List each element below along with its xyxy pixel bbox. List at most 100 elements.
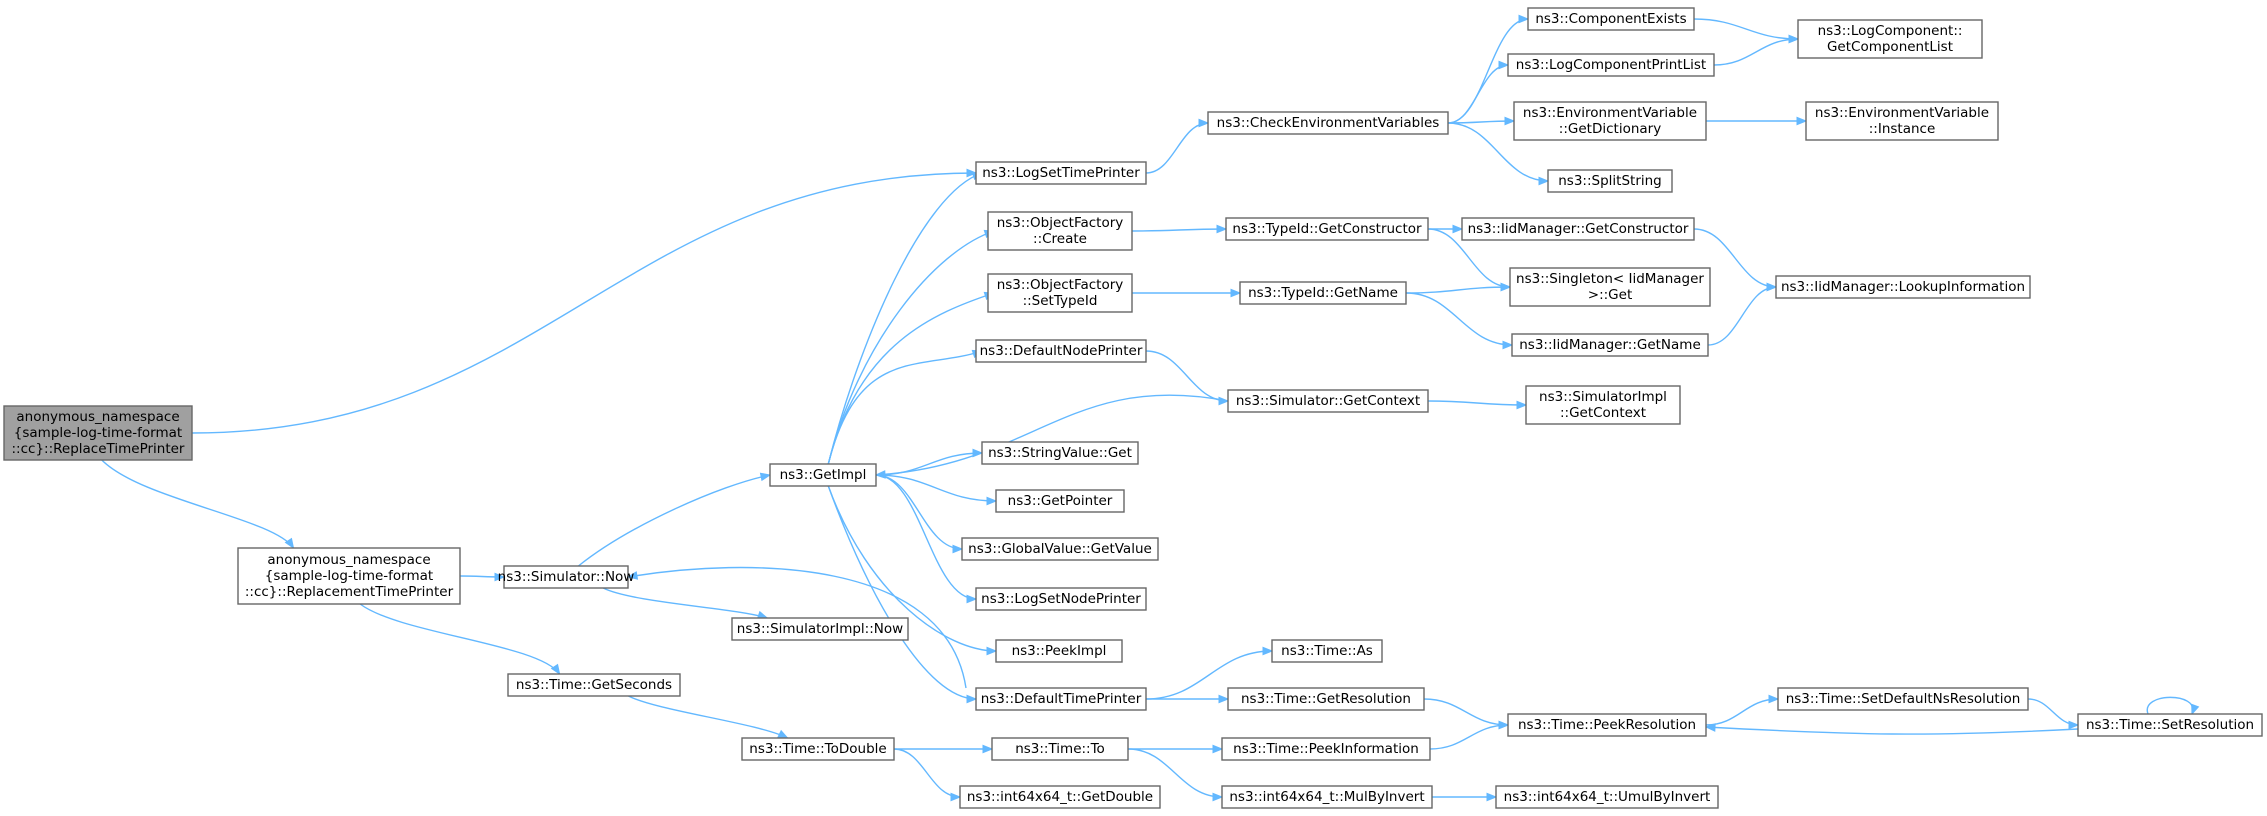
graph-node-logSetTimePrinter[interactable]: ns3::LogSetTimePrinter (975, 161, 1147, 185)
graph-node-logComponentPrintList[interactable]: ns3::LogComponentPrintList (1507, 53, 1715, 77)
node-box (1227, 389, 1429, 413)
node-box (1777, 687, 2029, 711)
node-box (981, 441, 1139, 465)
node-box (741, 737, 895, 761)
graph-node-timeAs[interactable]: ns3::Time::As (1271, 639, 1383, 663)
graph-node-singletonGet[interactable]: ns3::Singleton< IidManager>::Get (1509, 267, 1711, 307)
node-box (3, 405, 193, 461)
graph-node-simImplGetContext[interactable]: ns3::SimulatorImpl::GetContext (1525, 385, 1681, 425)
graph-node-timePeekResolution[interactable]: ns3::Time::PeekResolution (1507, 713, 1707, 737)
node-label: ::cc}::ReplacementTimePrinter (245, 584, 454, 600)
node-box (995, 639, 1123, 663)
edge-arrowhead (1504, 116, 1516, 126)
graph-node-replaceTimePrinter[interactable]: anonymous_namespace{sample-log-time-form… (3, 405, 193, 461)
node-box (975, 339, 1147, 363)
graph-node-simulatorGetContext[interactable]: ns3::Simulator::GetContext (1227, 389, 1429, 413)
graph-edge (875, 474, 963, 550)
node-label: ::GetContext (1560, 405, 1646, 421)
node-label: ns3::LogSetNodePrinter (981, 591, 1141, 607)
graph-node-defaultTimePrinter[interactable]: ns3::DefaultTimePrinter (975, 687, 1147, 711)
graph-node-timeGetResolution[interactable]: ns3::Time::GetResolution (1227, 687, 1425, 711)
node-label: ns3::Time::GetResolution (1241, 691, 1411, 707)
node-box (1221, 785, 1433, 809)
graph-node-int64GetDouble[interactable]: ns3::int64x64_t::GetDouble (959, 785, 1161, 809)
node-box (1239, 281, 1407, 305)
graph-node-componentExists[interactable]: ns3::ComponentExists (1527, 7, 1695, 31)
graph-edge (1405, 292, 1513, 346)
graph-node-envVarInstance[interactable]: ns3::EnvironmentVariable::Instance (1805, 101, 1999, 141)
node-label: {sample-log-time-format (265, 568, 433, 584)
graph-node-envVarGetDictionary[interactable]: ns3::EnvironmentVariable::GetDictionary (1513, 101, 1707, 141)
graph-node-peekImpl[interactable]: ns3::PeekImpl (995, 639, 1123, 663)
graph-node-simImplNow[interactable]: ns3::SimulatorImpl::Now (731, 617, 909, 641)
graph-node-iidLookupInformation[interactable]: ns3::IidManager::LookupInformation (1775, 275, 2031, 299)
graph-node-timePeekInformation[interactable]: ns3::Time::PeekInformation (1221, 737, 1431, 761)
graph-node-objFactoryCreate[interactable]: ns3::ObjectFactory::Create (987, 211, 1133, 251)
graph-node-iidGetConstructor[interactable]: ns3::IidManager::GetConstructor (1461, 217, 1695, 241)
graph-edge (875, 452, 983, 476)
graph-node-timeToDouble[interactable]: ns3::Time::ToDouble (741, 737, 895, 761)
graph-node-timeSetDefaultNsResolution[interactable]: ns3::Time::SetDefaultNsResolution (1777, 687, 2029, 711)
node-label: ns3::Time::PeekInformation (1233, 741, 1419, 757)
edge-arrowhead (1452, 224, 1464, 234)
graph-edge (827, 485, 997, 652)
graph-edge (875, 474, 977, 600)
graph-edge (827, 485, 977, 700)
node-label: ns3::SimulatorImpl::Now (737, 621, 903, 637)
graph-node-globalValueGetValue[interactable]: ns3::GlobalValue::GetValue (961, 537, 1159, 561)
graph-node-objFactorySetTypeId[interactable]: ns3::ObjectFactory::SetTypeId (987, 273, 1133, 313)
graph-node-checkEnvVars[interactable]: ns3::CheckEnvironmentVariables (1207, 111, 1449, 135)
graph-node-splitString[interactable]: ns3::SplitString (1547, 169, 1673, 193)
node-label: ns3::ComponentExists (1535, 11, 1686, 27)
node-label: ns3::Time::GetSeconds (516, 677, 672, 693)
graph-node-timeTo[interactable]: ns3::Time::To (991, 737, 1129, 761)
edge-arrowhead (1218, 694, 1230, 704)
edge-arrowhead (1218, 396, 1230, 406)
edge-arrowhead (1262, 646, 1274, 656)
node-box (1509, 267, 1711, 307)
graph-node-int64UmulByInvert[interactable]: ns3::int64x64_t::UmulByInvert (1495, 785, 1719, 809)
graph-node-typeIdGetName[interactable]: ns3::TypeId::GetName (1239, 281, 1407, 305)
graph-node-logSetNodePrinter[interactable]: ns3::LogSetNodePrinter (975, 587, 1147, 611)
graph-node-typeIdGetConstructor[interactable]: ns3::TypeId::GetConstructor (1225, 217, 1429, 241)
graph-edge (1145, 122, 1209, 174)
graph-node-stringValueGet[interactable]: ns3::StringValue::Get (981, 441, 1139, 465)
graph-edge (1127, 748, 1223, 798)
graph-node-timeSetResolution[interactable]: ns3::Time::SetResolution (2077, 713, 2263, 737)
node-label: ns3::Time::ToDouble (749, 741, 886, 757)
graph-node-getPointer[interactable]: ns3::GetPointer (995, 489, 1125, 513)
node-label: ns3::int64x64_t::GetDouble (967, 789, 1153, 805)
graph-node-simulatorNow[interactable]: ns3::Simulator::Now (498, 565, 635, 589)
node-box (987, 211, 1133, 251)
graph-node-timeGetSeconds[interactable]: ns3::Time::GetSeconds (507, 673, 681, 697)
node-label: ::cc}::ReplaceTimePrinter (12, 441, 185, 457)
graph-edge (1447, 64, 1509, 124)
graph-node-replacementTimePrinter[interactable]: anonymous_namespace{sample-log-time-form… (237, 547, 461, 605)
graph-node-iidGetName[interactable]: ns3::IidManager::GetName (1511, 333, 1709, 357)
graph-edge (1447, 120, 1515, 124)
node-label: ns3::LogSetTimePrinter (982, 165, 1140, 181)
graph-edge (602, 587, 768, 619)
graph-node-logComponentGetList[interactable]: ns3::LogComponent::GetComponentList (1797, 19, 1983, 59)
graph-edge (1423, 698, 1509, 726)
graph-edge (191, 172, 977, 434)
edge-arrowhead (1766, 282, 1778, 292)
node-box (1775, 275, 2031, 299)
edges-layer (101, 14, 2200, 802)
graph-node-int64MulByInvert[interactable]: ns3::int64x64_t::MulByInvert (1221, 785, 1433, 809)
graph-edge (1447, 122, 1549, 182)
graph-edge (1145, 650, 1273, 700)
node-label: ns3::IidManager::LookupInformation (1781, 279, 2025, 295)
edge-arrowhead (1788, 34, 1800, 44)
graph-node-getImpl[interactable]: ns3::GetImpl (769, 463, 877, 487)
graph-edge (1427, 228, 1511, 288)
graph-edge (893, 748, 961, 798)
node-box (975, 587, 1147, 611)
node-label: anonymous_namespace (267, 552, 430, 568)
node-label: ns3::GetPointer (1008, 493, 1113, 509)
edge-arrowhead (550, 663, 561, 676)
node-box (2077, 713, 2263, 737)
edge-arrowhead (1704, 723, 1716, 732)
graph-node-defaultNodePrinter[interactable]: ns3::DefaultNodePrinter (975, 339, 1147, 363)
